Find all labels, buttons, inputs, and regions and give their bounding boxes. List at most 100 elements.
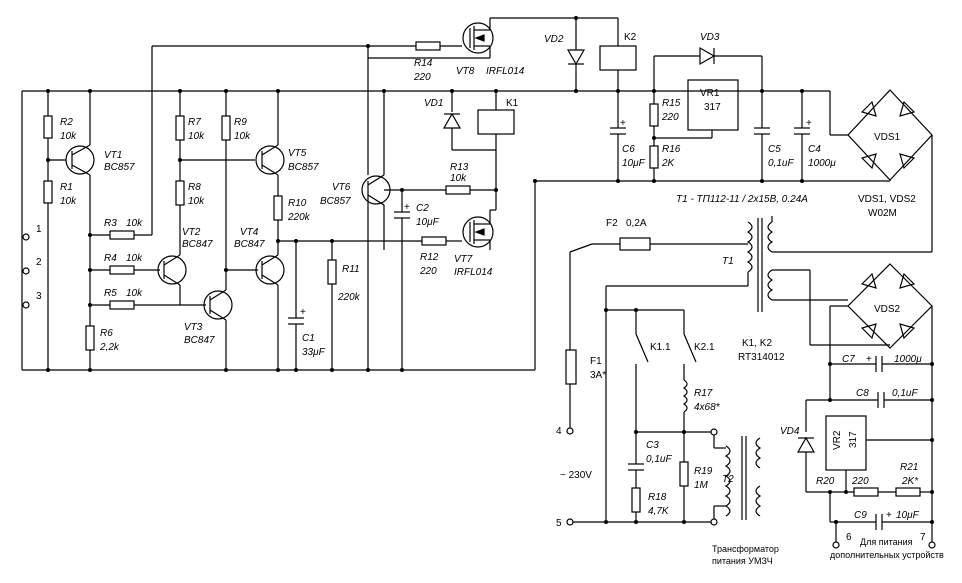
note-k-2: RT314012 [738,352,785,363]
transformer-t2-primary [724,445,731,517]
junction-dot [366,44,370,48]
value-r2: 10k [60,131,77,142]
junction-dot [46,158,50,162]
caption-transformer-2: питания УМЗЧ [712,556,773,566]
junction-dot [494,89,498,93]
junction-dot [533,179,537,183]
terminal [710,428,718,436]
mosfet-vt7-body [462,216,494,248]
value-c2: 10μF [416,217,440,228]
type-vt4: BC847 [234,239,265,250]
caption-transformer-1: Трансформатор [712,544,779,554]
value-r14: 220 [413,72,431,83]
wire [71,164,91,176]
pin-1 [22,233,30,241]
resistor-r20 [853,487,879,497]
resistor-r16 [649,145,659,169]
resistor-r5 [109,300,135,310]
label-r16: R16 [662,144,681,155]
junction-dot [178,158,182,162]
label-r1: R1 [60,182,73,193]
value-f1: 3A* [590,370,606,381]
relay-k1-coil [477,109,515,135]
label-vds1: VDS1 [874,132,901,143]
label-r2: R2 [60,117,73,128]
transistor-vt4-body [255,255,285,285]
value-r7: 10k [188,131,205,142]
junction-dot [178,89,182,93]
resistor-r9 [221,115,231,141]
label-vt7: VT7 [454,254,473,265]
junction-dot [652,179,656,183]
label-vt3: VT3 [184,322,203,333]
resistor-r4 [109,265,135,275]
junction-dot [828,362,832,366]
junction-dot [224,268,228,272]
label-r10: R10 [288,198,307,209]
junction-dot [294,239,298,243]
value-c6: 10μF [622,158,646,169]
junction-dot [828,490,832,494]
relay-k2-coil [599,45,637,71]
bridge-vds2 [847,263,933,349]
resistor-r13 [445,185,471,195]
diode-vd3 [699,46,716,66]
label-vt2: VT2 [182,227,201,238]
junction-dot [800,89,804,93]
value-r15: 220 [661,112,679,123]
value-c9: 10μF [896,510,920,521]
resistor-r17 [682,379,688,413]
junction-dot [88,233,92,237]
wire [261,144,279,156]
label-r19: R19 [694,466,713,477]
label-pin-4: 4 [556,426,562,437]
diode-vd4 [796,436,816,453]
junction-dot [494,188,498,192]
junction-dot [930,520,934,524]
label-c3: C3 [646,440,659,451]
value-r6: 2,2k [99,342,120,353]
wire [261,254,279,266]
label-r20: R20 [816,476,835,487]
label-vt1: VT1 [104,150,122,161]
label-r14: R14 [414,58,433,69]
label-vr2: VR2 [832,430,843,450]
diode [899,100,916,117]
diode [899,153,916,170]
value-r4: 10k [126,253,143,264]
wire [261,164,279,176]
junction-dot [604,520,608,524]
plus-c6: + [620,118,626,129]
resistor-r8 [175,180,185,206]
label-pin-5: 5 [556,518,562,529]
label-c9: C9 [854,510,867,521]
label-r3: R3 [104,218,117,229]
wire [71,144,91,156]
resistor-r1 [43,180,53,204]
label-t2: T2 [722,474,734,485]
mosfet-vt8-body [462,22,494,54]
caption-aux-1: Для питания [860,537,913,547]
junction-dot [88,268,92,272]
value-r11: 220k [337,292,361,303]
junction-dot [276,368,280,372]
label-r17: R17 [694,388,713,399]
value-c8: 0,1uF [892,388,918,399]
junction-dot [634,308,638,312]
type-vt3: BC847 [184,335,215,346]
value-r5: 10k [126,288,143,299]
regulator-vr1 [687,79,739,131]
label-pin-1: 1 [36,224,42,235]
junction-dot [276,89,280,93]
label-c2: C2 [416,203,429,214]
value-r16: 2K [661,158,676,169]
junction-dot [88,303,92,307]
value-r20: 220 [851,476,869,487]
label-r5: R5 [104,288,117,299]
junction-dot [634,430,638,434]
label-r15: R15 [662,98,681,109]
junction-dot [382,89,386,93]
pin-3 [22,301,30,309]
transistor-vt1-body [65,145,95,175]
junction-dot [330,239,334,243]
